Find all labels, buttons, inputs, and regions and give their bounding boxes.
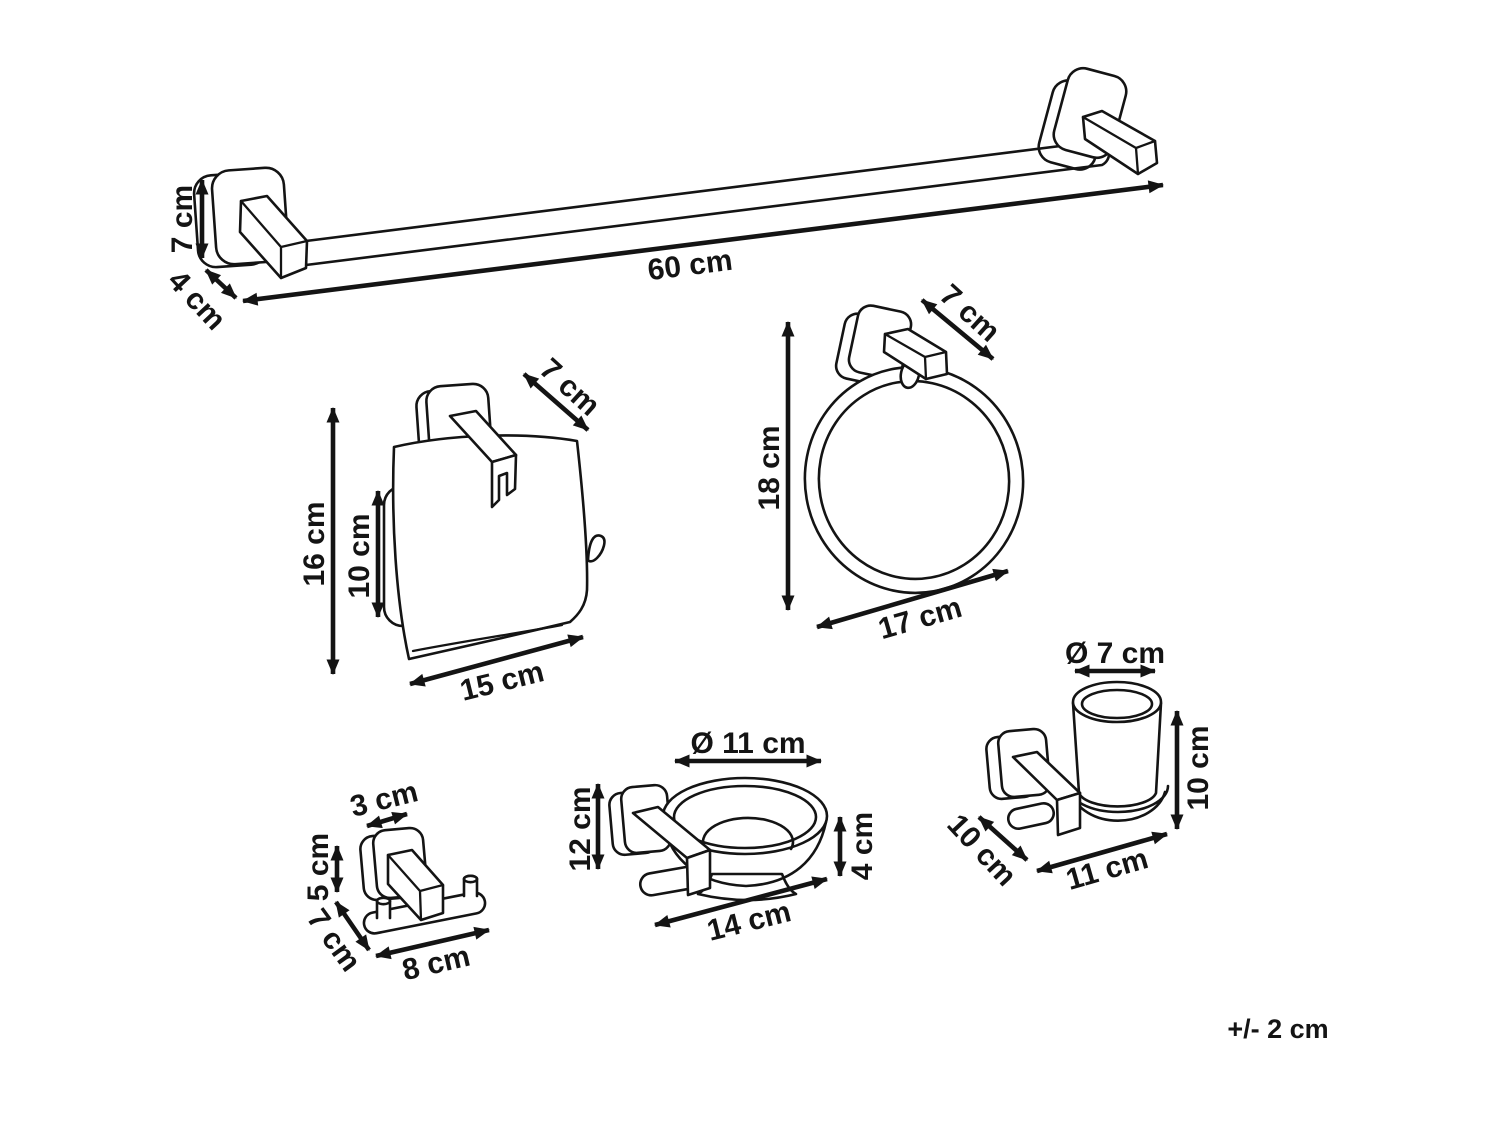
depth-dimension-arrow — [204, 268, 238, 300]
tp-holder-roll-height-label: 10 cm — [343, 513, 376, 598]
hook-prism-edges — [386, 853, 445, 922]
dish-bowl-depression — [701, 816, 795, 851]
width-dimension-arrow — [1036, 831, 1168, 874]
holder-arm-drop — [685, 848, 712, 897]
robe-hook-drawing: 3 cm 5 cm 7 cm 8 cm — [300, 775, 490, 987]
width-dimension-arrow — [816, 568, 1009, 630]
soap-dish-drawing: Ø 11 cm 12 cm 4 cm 14 cm — [564, 727, 879, 948]
top-width-dimension-arrow — [366, 811, 408, 829]
robe-hook-depth-label: 7 cm — [300, 903, 367, 978]
tumbler-diameter-label: Ø 7 cm — [1065, 637, 1165, 670]
hook-peg-left-top — [375, 896, 392, 906]
hook-peg-right-top — [462, 874, 479, 884]
soap-dish-dish-height-label: 4 cm — [846, 812, 879, 880]
towel-bar-height-label: 7 cm — [166, 185, 199, 253]
soap-dish-diameter-label: Ø 11 cm — [690, 727, 805, 760]
tp-holder-width-label: 15 cm — [457, 655, 548, 708]
holder-peg — [1006, 801, 1056, 831]
width-dimension-arrow — [375, 926, 490, 960]
towel-bar-drawing: 7 cm 4 cm 60 cm — [161, 66, 1164, 337]
depth-dimension-arrow — [334, 900, 371, 952]
towel-ring-width-label: 17 cm — [875, 591, 966, 646]
towel-bar-depth-label: 4 cm — [161, 264, 232, 337]
tumbler-body — [1071, 701, 1163, 808]
paper-curl — [586, 534, 606, 563]
width-dimension-arrow — [409, 634, 584, 687]
paper-cover — [391, 434, 589, 661]
depth-dimension-arrow — [977, 815, 1029, 862]
towel-ring-height-label: 18 cm — [753, 425, 786, 510]
tumbler-rim-inner — [1080, 688, 1154, 720]
width-dimension-arrow — [654, 876, 828, 928]
tolerance-note: +/- 2 cm — [1227, 1014, 1328, 1044]
mount-post-right-edges — [1081, 115, 1157, 176]
depth-dimension-arrow — [522, 372, 590, 432]
holder-arm-clip — [490, 453, 518, 509]
soap-dish-height-label: 12 cm — [564, 786, 597, 871]
soap-dish-width-label: 14 cm — [704, 895, 795, 948]
tumbler-height-label: 10 cm — [1182, 725, 1215, 810]
toilet-paper-holder-drawing: 16 cm 10 cm 7 cm 15 cm — [298, 352, 606, 708]
holder-arm-drop — [1055, 791, 1082, 837]
robe-hook-height-label: 5 cm — [302, 833, 335, 901]
depth-dimension-arrow — [920, 298, 995, 361]
tumbler-holder-drawing: Ø 7 cm 10 cm 10 cm 11 cm — [941, 637, 1215, 897]
width-dimension-arrow — [242, 180, 1164, 306]
robe-hook-top-width-label: 3 cm — [347, 775, 421, 824]
towel-ring-drawing: 18 cm 7 cm 17 cm — [753, 278, 1025, 646]
tp-holder-height-label: 16 cm — [298, 501, 331, 586]
tumbler-rim-outer — [1071, 680, 1163, 724]
